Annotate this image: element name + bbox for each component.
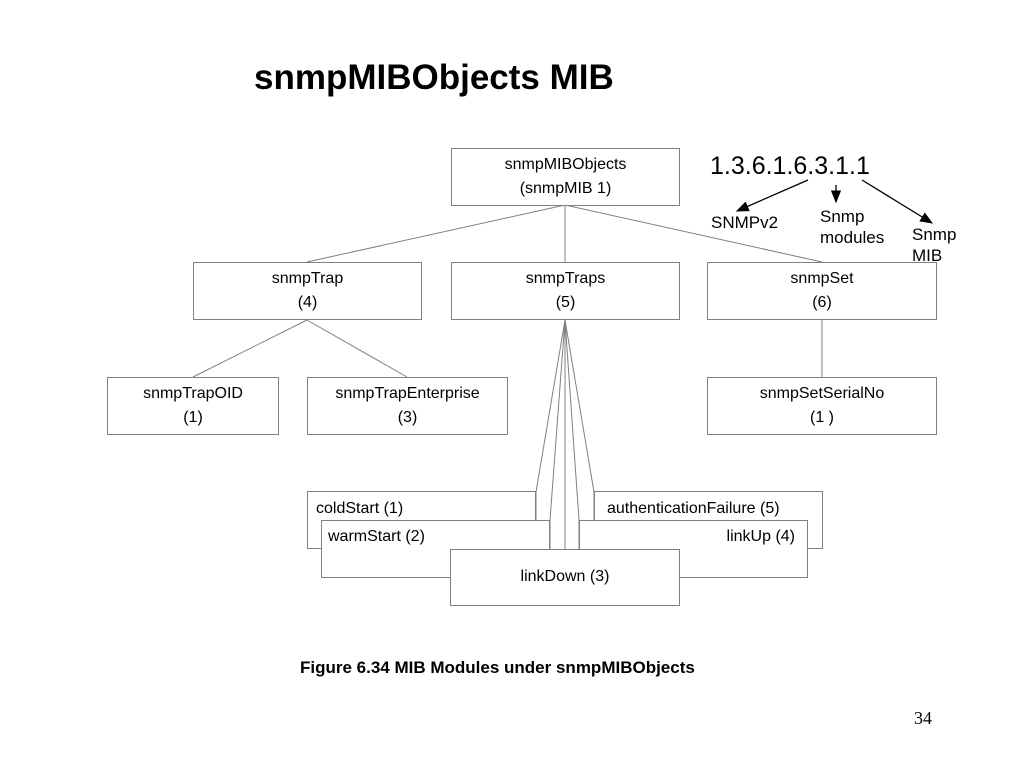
oid-label-snmpv2: SNMPv2 — [711, 213, 779, 232]
page-number: 34 — [914, 708, 932, 728]
node-label: snmpTrapOID — [143, 385, 243, 402]
edge-snmptraps-linkup — [564, 319, 580, 521]
arrow-oid-snmpv2 — [735, 179, 809, 212]
node-label: coldStart (1) — [316, 500, 404, 517]
node-snmptraps: snmpTraps (5) — [451, 262, 680, 320]
edge-snmptrap-trapenterprise — [306, 319, 408, 378]
node-number: (1 ) — [810, 409, 834, 426]
edge-snmptraps-warmstart — [549, 319, 566, 521]
node-number: (5) — [555, 294, 576, 311]
node-snmpset: snmpSet (6) — [707, 262, 937, 320]
edge-root-snmpset — [564, 204, 823, 263]
node-label: snmpSetSerialNo — [759, 385, 885, 402]
node-label: snmpTraps — [525, 270, 606, 287]
node-label: authenticationFailure (5) — [607, 500, 780, 517]
node-snmptrapenterprise: snmpTrapEnterprise (3) — [307, 377, 508, 435]
node-number: (1) — [183, 409, 203, 426]
oid-label-modules: Snmp modules — [820, 207, 885, 247]
node-label: snmpSet — [790, 270, 854, 287]
edge-snmptraps-coldstart — [535, 319, 566, 493]
edge-root-snmptrap — [306, 204, 566, 263]
node-number: (snmpMIB 1) — [519, 180, 612, 197]
node-number: (4) — [297, 294, 318, 311]
oid-value: 1.3.6.1.6.3.1.1 — [710, 152, 870, 180]
node-label: linkDown (3) — [520, 568, 610, 585]
node-linkdown: linkDown (3) — [450, 549, 680, 606]
node-label: snmpTrapEnterprise — [335, 385, 480, 402]
arrow-oid-mib — [861, 179, 934, 224]
slide-title: snmpMIBObjects MIB — [254, 58, 614, 97]
node-label: linkUp (4) — [726, 528, 795, 545]
node-number: (3) — [397, 409, 418, 426]
node-snmpsetserialno: snmpSetSerialNo (1 ) — [707, 377, 937, 435]
edge-snmptraps-authfailure — [564, 319, 595, 493]
node-label: warmStart (2) — [328, 528, 425, 545]
node-number: (6) — [812, 294, 832, 311]
edge-snmptrap-trapoid — [192, 319, 308, 378]
node-snmptrapoid: snmpTrapOID (1) — [107, 377, 279, 435]
figure-caption: Figure 6.34 MIB Modules under snmpMIBObj… — [300, 658, 695, 677]
oid-label-mib: Snmp MIB — [912, 225, 957, 265]
node-snmpmibobjects: snmpMIBObjects (snmpMIB 1) — [451, 148, 680, 206]
node-label: snmpMIBObjects — [504, 156, 627, 173]
node-snmptrap: snmpTrap (4) — [193, 262, 422, 320]
node-label: snmpTrap — [271, 270, 344, 287]
